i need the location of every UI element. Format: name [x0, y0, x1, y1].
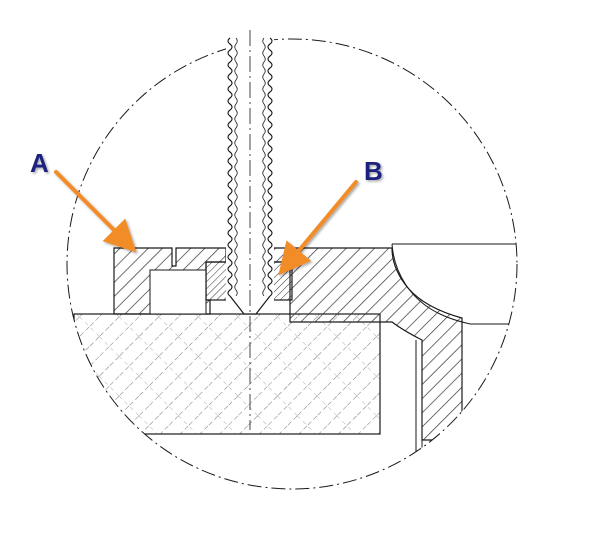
part-a-clamp — [113, 247, 227, 315]
callout-b-label: B — [364, 156, 383, 186]
callout-b-arrow — [278, 180, 358, 276]
callout-a-label: A — [30, 148, 49, 178]
callout-a-arrow — [54, 170, 137, 253]
base-plate — [73, 313, 381, 435]
right-body-section — [271, 243, 517, 460]
detail-boundary-circle — [66, 38, 518, 490]
